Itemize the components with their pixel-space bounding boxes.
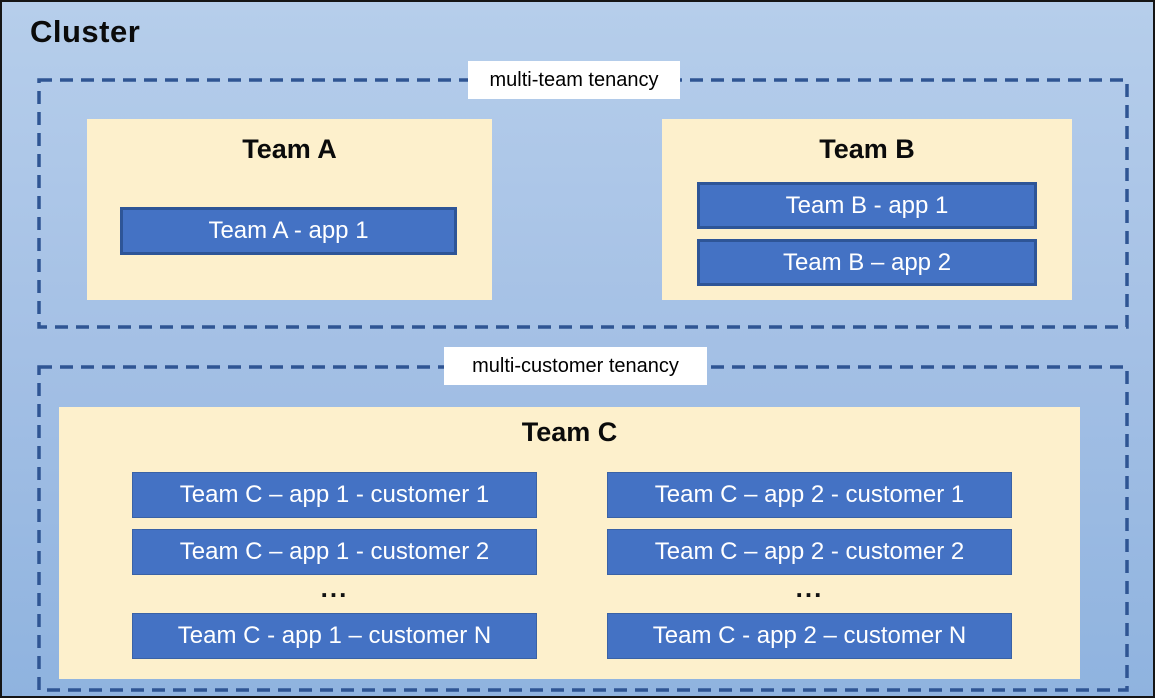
team-b-app-2-box: Team B – app 2 — [697, 239, 1037, 286]
team-c-app1-customerN-box: Team C - app 1 – customer N — [132, 613, 537, 659]
multi-customer-tenancy-label: multi-customer tenancy — [444, 347, 707, 385]
team-c-app1-customer1-box: Team C – app 1 - customer 1 — [132, 472, 537, 518]
multi-team-tenancy-label: multi-team tenancy — [468, 61, 680, 99]
team-a-app-1-box: Team A - app 1 — [120, 207, 457, 255]
team-c-app2-customer1-box: Team C – app 2 - customer 1 — [607, 472, 1012, 518]
team-a-box: Team A Team A - app 1 — [87, 119, 492, 300]
team-b-title: Team B — [819, 134, 915, 164]
cluster-title: Cluster — [30, 14, 141, 49]
team-c-app2-ellipsis: ... — [795, 573, 824, 603]
team-c-app1-customer2-box: Team C – app 1 - customer 2 — [132, 529, 537, 575]
team-c-title: Team C — [521, 417, 618, 447]
team-c-box: Team C Team C – app 1 - customer 1 Team … — [59, 407, 1080, 679]
team-c-app2-customer2-box: Team C – app 2 - customer 2 — [607, 529, 1012, 575]
team-b-app-1-box: Team B - app 1 — [697, 182, 1037, 229]
team-c-app1-ellipsis: ... — [320, 573, 349, 603]
team-a-title: Team A — [242, 134, 337, 164]
team-c-app2-customerN-box: Team C - app 2 – customer N — [607, 613, 1012, 659]
team-b-box: Team B Team B - app 1 Team B – app 2 — [662, 119, 1072, 300]
